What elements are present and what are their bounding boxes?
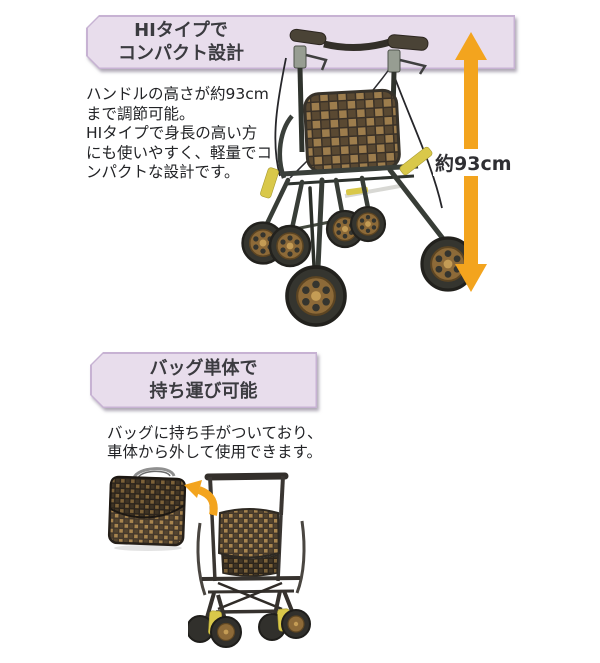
bag-flap: [109, 475, 186, 519]
bag-heading-ribbon: バッグ単体で 持ち運び可能: [90, 352, 317, 408]
rollator-bag-checkered: [303, 88, 401, 174]
height-measurement-label: 約93cm: [433, 149, 514, 176]
hi-type-heading-text: HIタイプで コンパクト設計: [118, 20, 244, 64]
detachable-bag-photo: [107, 467, 187, 551]
front-wheels: [188, 608, 311, 648]
left-brake-lever: [305, 53, 328, 71]
bag-description: バッグに持ち手がついており、 車体から外して使用できます。: [107, 424, 323, 461]
left-grip: [289, 28, 327, 46]
bag-heading-badge: バッグ単体で 持ち運び可能: [90, 352, 317, 408]
rollator-front-photo: [188, 472, 311, 648]
rollator-wheels: [241, 205, 470, 327]
hi-type-description: ハンドルの高さが約93cm まで調節可能。 HIタイプで身長の高い方 にも使いや…: [86, 85, 273, 181]
right-grip: [387, 34, 429, 51]
bag-handle: [132, 467, 176, 479]
detach-arrow-icon: [184, 480, 218, 516]
right-brake-lever: [399, 58, 427, 75]
bag-body: [107, 475, 187, 547]
yellow-accent-right: [399, 146, 433, 176]
rollator-side-photo: [241, 28, 470, 327]
bag-heading-text: バッグ単体で 持ち運び可能: [149, 358, 258, 402]
yellow-accent-left: [260, 167, 279, 199]
front-bag-checkered: [217, 508, 281, 559]
rollator-frame: [274, 28, 443, 209]
